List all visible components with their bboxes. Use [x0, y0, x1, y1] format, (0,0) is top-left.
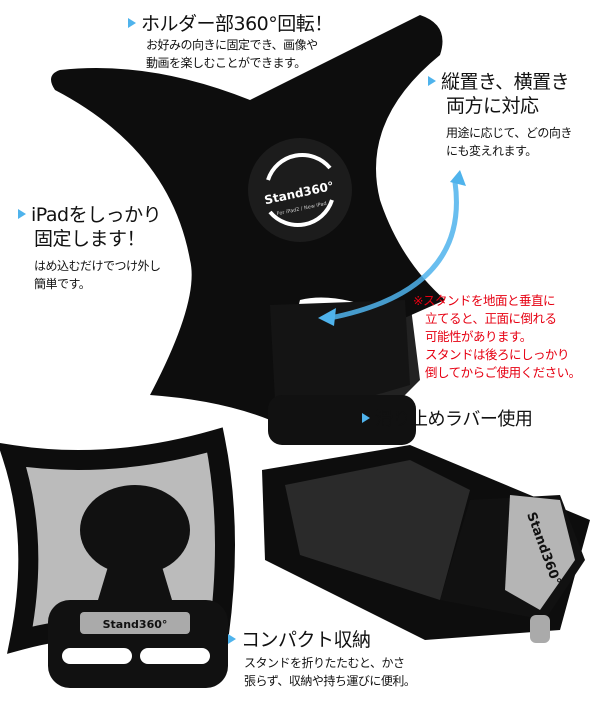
- warning-text: 倒してからご使用ください。: [425, 365, 581, 380]
- bullet-triangle-icon: [228, 633, 236, 644]
- feature-text: 用途に応じて、どの向き: [446, 126, 572, 140]
- bullet-triangle-icon: [428, 75, 436, 86]
- feature-text: 簡単です。: [34, 277, 91, 291]
- main-holder-image: Stand360° For iPad2 / New iPad: [51, 15, 445, 445]
- feature-title: 滑り止めラバー使用: [375, 409, 533, 430]
- warning-text: スタンドは後ろにしっかり: [425, 347, 570, 362]
- warning-text: 可能性があります。: [425, 329, 532, 344]
- feature-text: 張らず、収納や持ち運びに便利。: [244, 674, 416, 688]
- feature-rubber: 滑り止めラバー使用: [362, 408, 533, 432]
- rotation-arrow: [329, 181, 459, 321]
- bullet-triangle-icon: [128, 17, 136, 28]
- bullet-triangle-icon: [18, 208, 26, 219]
- warning-text: ※スタンドを地面と垂直に: [413, 293, 555, 308]
- feature-compact: コンパクト収納 スタンドを折りたたむと、かさ張らず、収納や持ち運びに便利。: [228, 628, 416, 690]
- feature-title: コンパクト収納: [241, 629, 371, 651]
- feature-secure: iPadをしっかり 固定します！ はめ込むだけでつけ外し簡単です。: [18, 203, 162, 293]
- feature-text: お好みの向きに固定でき、画像や: [146, 38, 318, 52]
- feature-text: 動画を楽しむことができます。: [146, 56, 306, 70]
- svg-text:Stand360°: Stand360°: [103, 618, 168, 631]
- feature-text: はめ込むだけでつけ外し: [34, 259, 161, 273]
- feature-text: にも変えれます。: [446, 144, 537, 158]
- feature-title: 固定します！: [34, 228, 146, 250]
- feature-title: iPadをしっかり: [31, 204, 162, 226]
- warning-note: ※スタンドを地面と垂直に 立てると、正面に倒れる 可能性があります。 スタンドは…: [413, 292, 581, 382]
- feature-text: スタンドを折りたたむと、かさ: [244, 656, 405, 670]
- feature-title: 両方に対応: [446, 95, 539, 117]
- folded-ipad-image: Stand360°: [262, 445, 590, 643]
- feature-title: ホルダー部360°回転！: [141, 13, 333, 35]
- feature-title: 縦置き、横置き: [441, 71, 570, 93]
- warning-text: 立てると、正面に倒れる: [425, 311, 557, 326]
- bullet-triangle-icon: [362, 413, 370, 423]
- feature-orientation: 縦置き、横置き 両方に対応 用途に応じて、どの向きにも変えれます。: [428, 70, 572, 160]
- standing-ipad-image: Stand360°: [0, 427, 235, 688]
- feature-rotate: ホルダー部360°回転！ お好みの向きに固定でき、画像や動画を楽しむことができま…: [128, 12, 333, 72]
